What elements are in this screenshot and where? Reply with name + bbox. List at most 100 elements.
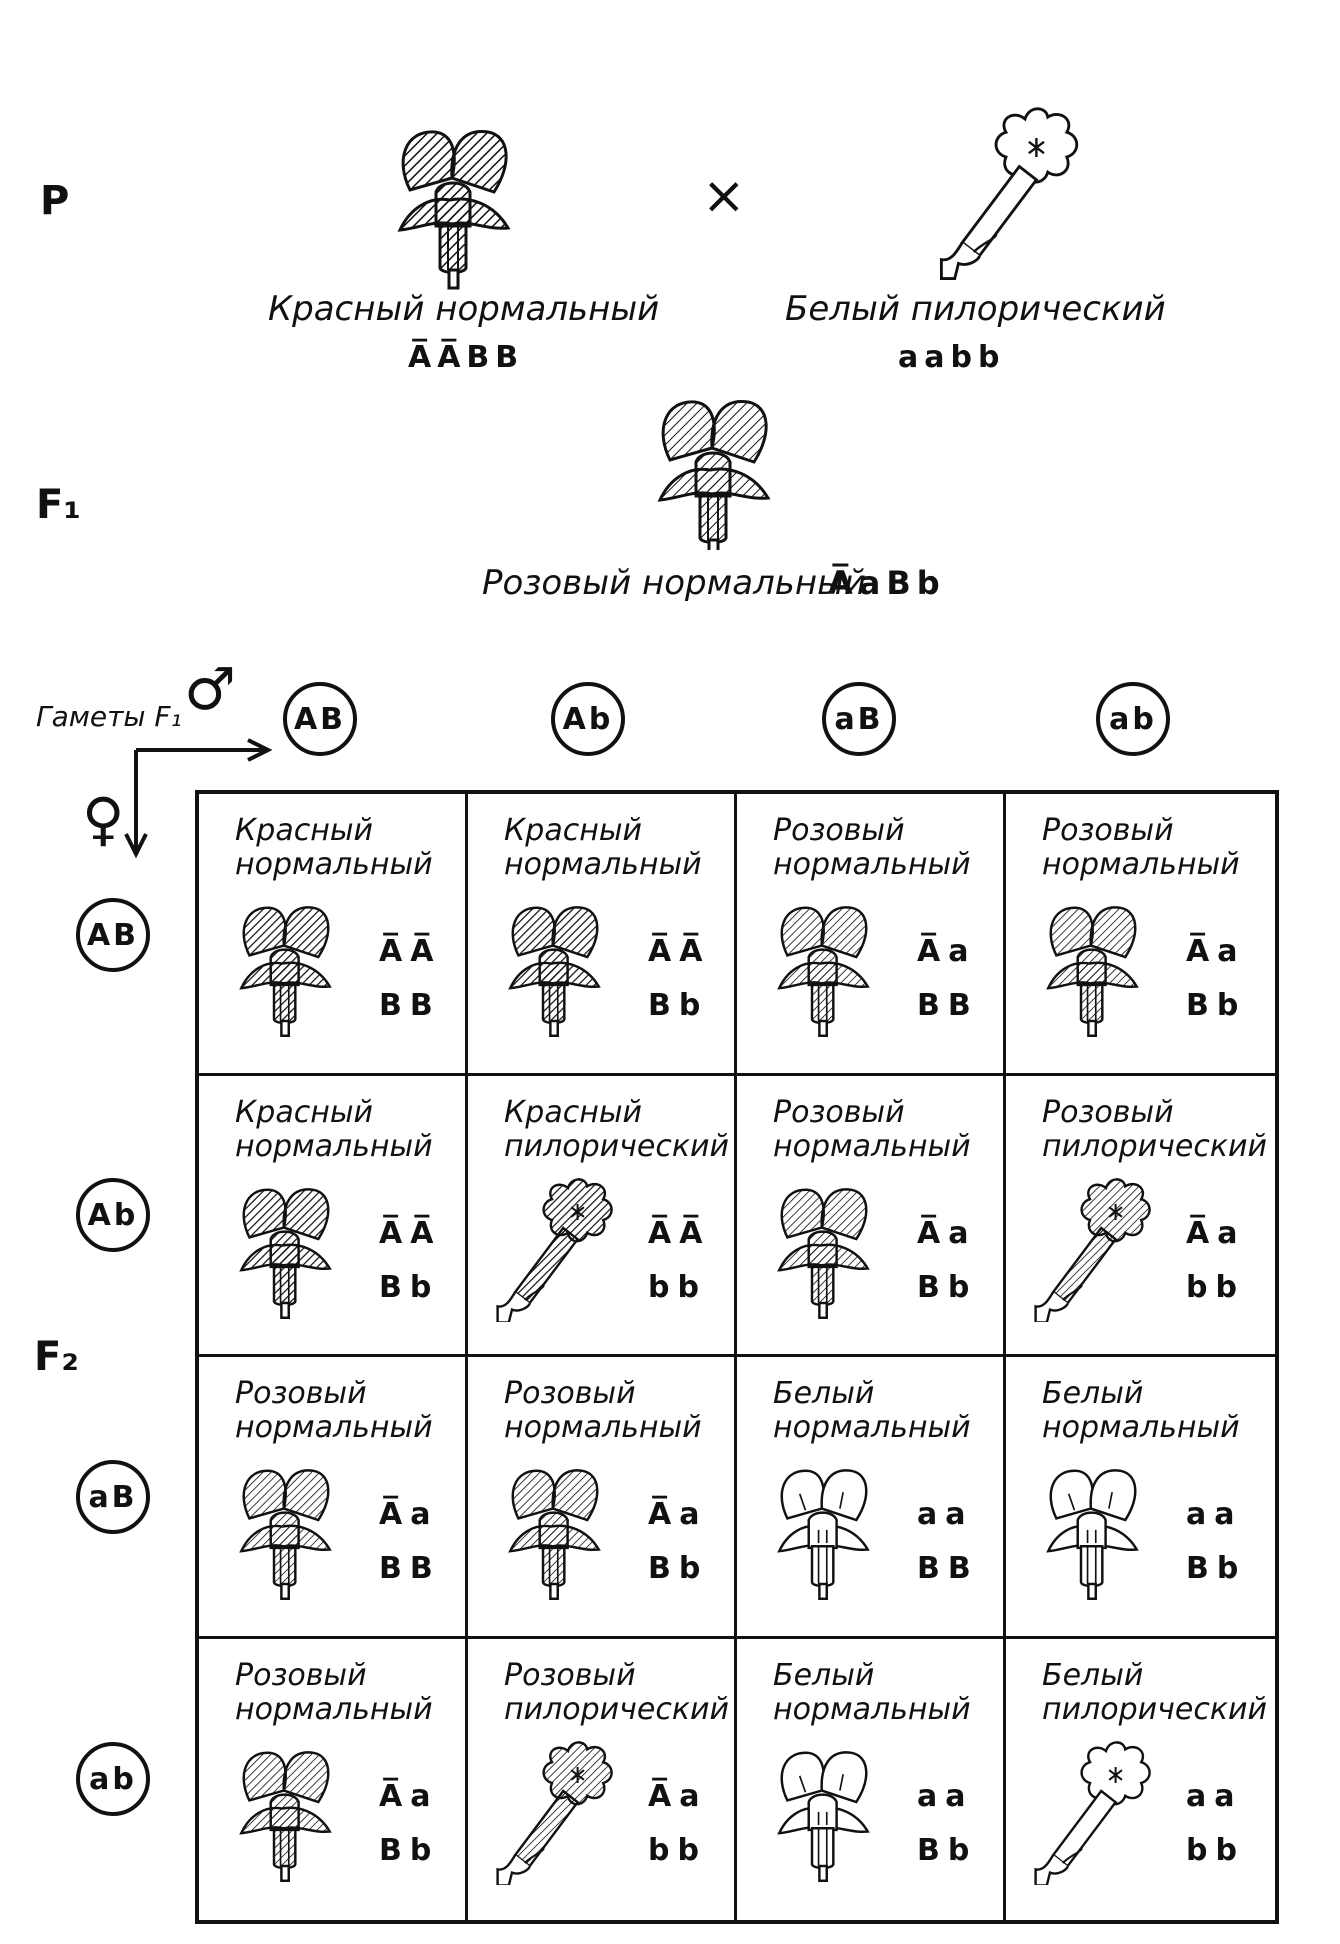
male-gamete-1: AB <box>283 682 357 756</box>
cell-phenotype-line: Белый <box>773 1376 875 1411</box>
parent-right-genotype: aabb <box>898 340 1006 375</box>
cell-phenotype-line: нормальный <box>773 1691 971 1727</box>
cell-phenotype-line: пилорический <box>504 1128 729 1164</box>
white-peloric-flower-icon <box>1034 1740 1151 1885</box>
cell-genotype-a: A̅A̅ <box>379 1215 442 1251</box>
cell-genotype-b: bb <box>1186 1269 1245 1305</box>
white-normal-flower-icon <box>1046 1469 1139 1600</box>
cell-genotype-a: A̅A̅ <box>648 1215 711 1251</box>
cell-phenotype-line: нормальный <box>1042 1410 1240 1445</box>
parent-left-genotype: A̅A̅BB <box>408 340 525 375</box>
cell-phenotype-line: пилорический <box>504 1691 729 1727</box>
male-gamete-3: aB <box>822 682 896 756</box>
pink-normal-flower-icon <box>1046 906 1139 1037</box>
cell-phenotype-line: Белый <box>1042 1376 1144 1411</box>
cell-genotype-a: A̅a <box>648 1497 708 1532</box>
male-gamete-4: ab <box>1096 682 1170 756</box>
gamete-axis-arrows <box>124 738 273 859</box>
cell-genotype-b: Bb <box>648 1551 709 1586</box>
cell-genotype-a: A̅a <box>917 1215 977 1251</box>
cell-genotype-b: BB <box>917 988 979 1023</box>
cell-genotype-b: Bb <box>1186 988 1247 1023</box>
cell-genotype-a: A̅a <box>379 1778 439 1814</box>
cell-genotype-b: bb <box>1186 1832 1245 1868</box>
cell-phenotype-line: Белый <box>1042 1657 1144 1693</box>
cell-phenotype-line: Красный <box>235 813 374 848</box>
male-symbol: ♂ <box>184 655 236 723</box>
cell-genotype-a: aa <box>1186 1497 1243 1532</box>
cell-genotype-b: Bb <box>379 1269 440 1305</box>
cell-genotype-b: Bb <box>648 988 709 1023</box>
pink-normal-flower-icon <box>777 1187 870 1319</box>
cell-phenotype-line: нормальный <box>504 1410 702 1445</box>
cell-genotype-b: bb <box>648 1269 707 1305</box>
f1-genotype: A̅aBb <box>828 564 946 602</box>
cell-phenotype-line: Розовый <box>504 1657 636 1693</box>
cell-genotype-a: A̅a <box>379 1497 439 1532</box>
cell-genotype-a: A̅A̅ <box>648 934 711 969</box>
f1-row-label: F₁ <box>36 482 81 528</box>
f1-phenotype: Розовый нормальный <box>482 563 867 603</box>
red-normal-flower-icon <box>239 906 332 1037</box>
white-normal-flower-icon <box>777 1750 870 1882</box>
male-gamete-2: Ab <box>551 682 625 756</box>
cell-phenotype-line: нормальный <box>773 1128 971 1164</box>
cell-genotype-a: A̅A̅ <box>379 934 442 969</box>
cell-genotype-a: aa <box>917 1778 974 1814</box>
cell-phenotype-line: Розовый <box>773 1094 905 1130</box>
red-normal-flower-icon <box>508 906 601 1037</box>
cell-genotype-b: Bb <box>917 1269 978 1305</box>
cell-phenotype-line: нормальный <box>1042 847 1240 882</box>
cell-phenotype-line: нормальный <box>773 1410 971 1445</box>
cell-phenotype-line: Розовый <box>504 1376 636 1411</box>
red-normal-flower-icon <box>239 1187 332 1319</box>
cell-phenotype-line: Красный <box>504 813 643 848</box>
cell-genotype-a: A̅a <box>648 1778 708 1814</box>
female-symbol: ♀ <box>82 785 125 853</box>
red-peloric-flower-icon <box>496 1177 613 1322</box>
parent-right-phenotype: Белый пилорический <box>785 289 1166 329</box>
parent-white-peloric-flower-icon <box>939 107 1079 281</box>
cell-phenotype-line: Розовый <box>235 1376 367 1411</box>
cell-genotype-a: aa <box>1186 1778 1243 1814</box>
pink-normal-flower-icon <box>239 1750 332 1882</box>
cell-genotype-b: Bb <box>917 1832 978 1868</box>
cell-genotype-a: A̅a <box>917 934 977 969</box>
cell-phenotype-line: нормальный <box>773 847 971 882</box>
f1-pink-normal-flower-icon <box>657 400 771 550</box>
cell-genotype-a: A̅a <box>1186 934 1246 969</box>
cell-genotype-b: Bb <box>379 1832 440 1868</box>
parent-left-phenotype: Красный нормальный <box>268 289 660 329</box>
white-normal-flower-icon <box>777 1469 870 1600</box>
pink-normal-flower-icon <box>777 906 870 1037</box>
cell-phenotype-line: Розовый <box>773 813 905 848</box>
cell-genotype-b: BB <box>379 1551 441 1586</box>
cross-symbol: × <box>702 166 746 226</box>
female-gamete-3: aB <box>76 1460 150 1534</box>
cell-phenotype-line: Красный <box>504 1094 643 1130</box>
cell-genotype-b: BB <box>379 988 441 1023</box>
